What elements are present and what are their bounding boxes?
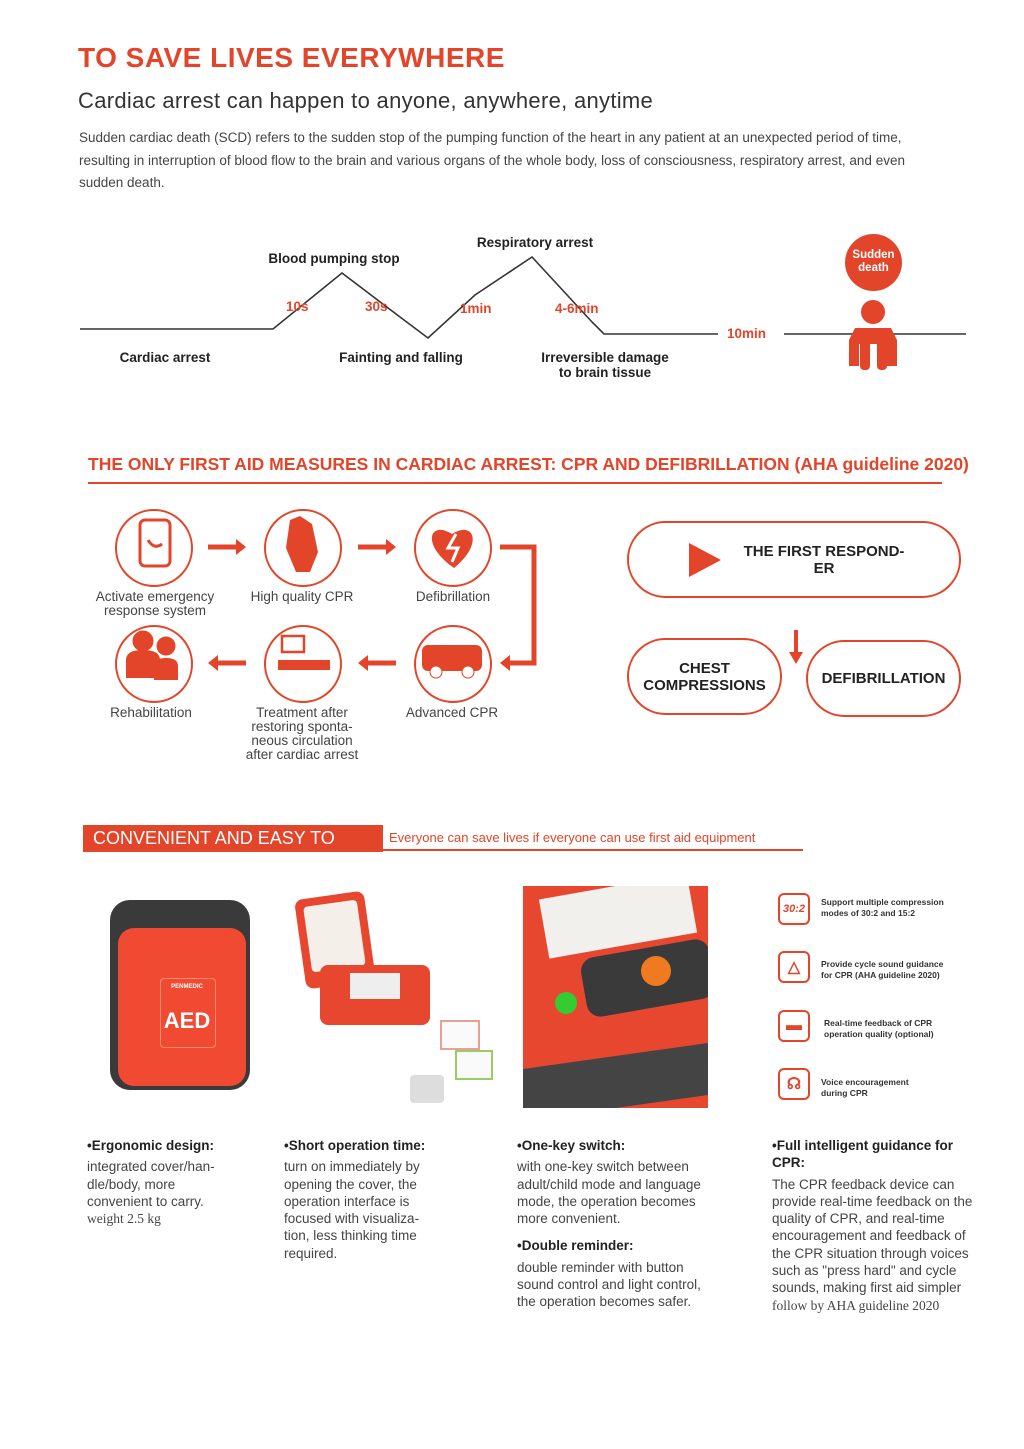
box-line: THE FIRST RESPOND-	[743, 542, 905, 560]
time-label: 4-6min	[555, 301, 599, 316]
hospital-bed-icon	[264, 625, 342, 703]
electrode-pad	[455, 1050, 493, 1080]
brand-label: PENMEDIC	[171, 984, 203, 990]
cpr-feature-line: Real-time feedback of CPR	[824, 1018, 933, 1028]
cpr-feature-line: modes of 30:2 and 15:2	[821, 908, 916, 918]
hands-icon	[264, 509, 342, 587]
divider	[383, 849, 803, 851]
step-label: Advanced CPR	[405, 705, 499, 720]
feature-short-time: •Short operation time: turn on immediate…	[284, 1137, 434, 1262]
intro-text: Sudden cardiac death (SCD) refers to the…	[79, 130, 905, 190]
badge-line: death	[858, 262, 889, 274]
electrode-pad	[410, 1075, 444, 1103]
play-icon	[689, 543, 721, 577]
aed-device-image: PENMEDIC AED	[110, 900, 250, 1090]
cpr-feature-line: Provide cycle sound guidance	[821, 959, 944, 969]
step-line: Treatment after	[256, 705, 348, 720]
step-line: neous circulation	[251, 733, 353, 748]
feature-text: double reminder with button sound contro…	[517, 1259, 701, 1310]
feedback-icon: ▬	[778, 1010, 810, 1042]
divider	[88, 482, 942, 484]
feature-extra: weight 2.5 kg	[87, 1211, 161, 1227]
aed-label: AED	[163, 1008, 211, 1033]
event-label: to brain tissue	[558, 365, 652, 380]
event-label: Blood pumping stop	[268, 251, 400, 266]
time-label: 10min	[727, 326, 767, 341]
box-line: CHEST	[679, 659, 730, 677]
step-label: High quality CPR	[250, 589, 354, 604]
feature-title: •One-key switch:	[517, 1138, 626, 1153]
down-arrow-icon	[789, 630, 803, 664]
step-line: restoring sponta-	[251, 719, 353, 734]
step-line: Activate emergency	[95, 589, 215, 604]
feature-text: The CPR feedback device can provide real…	[772, 1176, 973, 1296]
box-line: COMPRESSIONS	[643, 676, 766, 694]
defibrillation-box: DEFIBRILLATION	[806, 640, 961, 717]
feature-text: turn on immediately by opening the cover…	[284, 1159, 420, 1261]
feature-title: •Double reminder:	[517, 1238, 634, 1254]
page-title: TO SAVE LIVES EVERYWHERE	[78, 42, 505, 73]
feature-extra: follow by AHA guideline 2020	[772, 1297, 940, 1313]
event-label: Irreversible damage	[541, 350, 669, 365]
cpr-feature-line: for CPR (AHA guideline 2020)	[821, 970, 940, 980]
ratio-icon: 30:2	[778, 893, 810, 925]
event-label: Fainting and falling	[339, 350, 463, 365]
tagline: Everyone can save lives if everyone can …	[389, 830, 756, 845]
badge-line: Sudden	[852, 249, 895, 261]
step-label: Rehabilitation	[110, 705, 192, 720]
feature-title: •Short operation time:	[284, 1138, 426, 1153]
feature-cpr-guidance: •Full intelligent guidance for CPR: The …	[772, 1137, 987, 1314]
voice-icon: ☊	[778, 1068, 810, 1100]
feature-ergonomic: •Ergonomic design: integrated cover/han-…	[87, 1137, 227, 1227]
people-icon	[115, 625, 193, 703]
metronome-icon: △	[778, 951, 810, 983]
time-label: 10s	[286, 299, 309, 314]
box-line: ER	[813, 559, 835, 577]
heart-bolt-icon	[414, 509, 492, 587]
feature-text: integrated cover/han-dle/body, more conv…	[87, 1159, 215, 1209]
aed-open-body	[320, 965, 430, 1025]
cpr-feature-line: during CPR	[821, 1088, 868, 1098]
page-subtitle: Cardiac arrest can happen to anyone, any…	[78, 88, 654, 113]
feature-title: •Ergonomic design:	[87, 1138, 214, 1153]
person-icon	[849, 300, 897, 370]
event-label: Cardiac arrest	[119, 350, 211, 365]
feature-text: with one-key switch between adult/child …	[517, 1159, 701, 1227]
ambulance-icon	[414, 625, 492, 703]
timeline-line	[80, 255, 966, 370]
cpr-feature-line: Voice encouragement	[821, 1077, 909, 1087]
aed-closeup-image	[523, 886, 708, 1108]
feature-title: •Full intelligent guidance for CPR:	[772, 1138, 953, 1171]
event-label: Respiratory arrest	[476, 235, 594, 250]
measures-title: THE ONLY FIRST AID MEASURES IN CARDIAC A…	[88, 454, 969, 474]
step-label: Defibrillation	[415, 589, 491, 604]
cpr-feature-line: operation quality (optional)	[824, 1029, 934, 1039]
time-label: 30s	[365, 299, 388, 314]
feature-one-key: •One-key switch: with one-key switch bet…	[517, 1137, 717, 1311]
step-arrows	[126, 516, 537, 680]
first-responder-box: THE FIRST RESPOND-ER	[627, 521, 961, 598]
electrode-pad	[440, 1020, 480, 1050]
cpr-feature-line: Support multiple compression	[821, 897, 944, 907]
time-label: 1min	[460, 301, 492, 316]
convenient-banner: CONVENIENT AND EASY TO USE	[83, 825, 383, 869]
phone-icon	[115, 509, 193, 587]
step-line: after cardiac arrest	[245, 747, 359, 762]
step-line: response system	[103, 603, 207, 618]
